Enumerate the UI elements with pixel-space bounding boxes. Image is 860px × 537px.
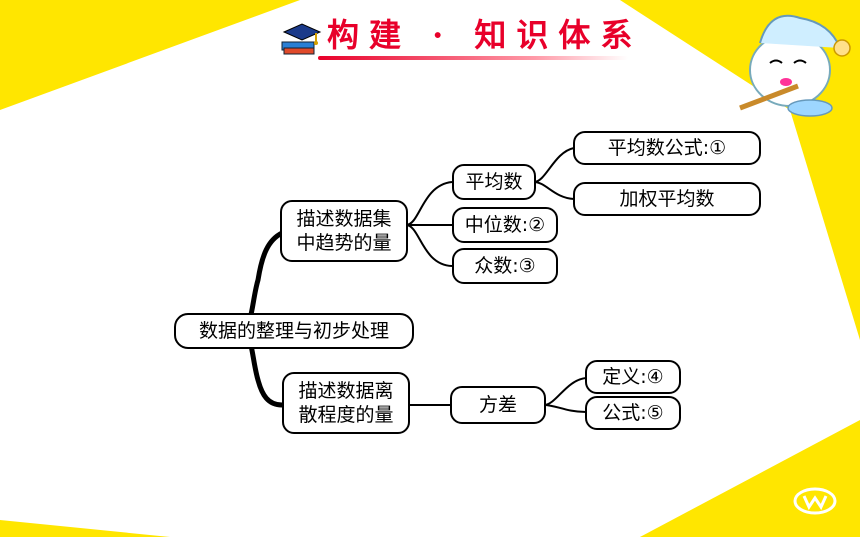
footer-logo-icon [793, 487, 837, 515]
root-node: 数据的整理与初步处理 [174, 313, 414, 349]
variance-formula-node: 公式:⑤ [585, 396, 681, 430]
mean-node: 平均数 [452, 164, 536, 200]
title-underline [318, 56, 628, 60]
page-title: 构建 · 知识体系 [327, 16, 643, 54]
variance-definition-node: 定义:④ [585, 360, 681, 394]
weighted-mean-node: 加权平均数 [573, 182, 761, 216]
central-tendency-node: 描述数据集中趋势的量 [280, 200, 408, 262]
cartoon-mascot-icon [739, 14, 851, 117]
dispersion-node: 描述数据离散程度的量 [282, 372, 410, 434]
mean-formula-node: 平均数公式:① [573, 131, 761, 165]
mode-node: 众数:③ [452, 248, 558, 284]
median-node: 中位数:② [452, 207, 558, 243]
graduation-book-icon [281, 23, 322, 55]
variance-node: 方差 [450, 386, 546, 424]
